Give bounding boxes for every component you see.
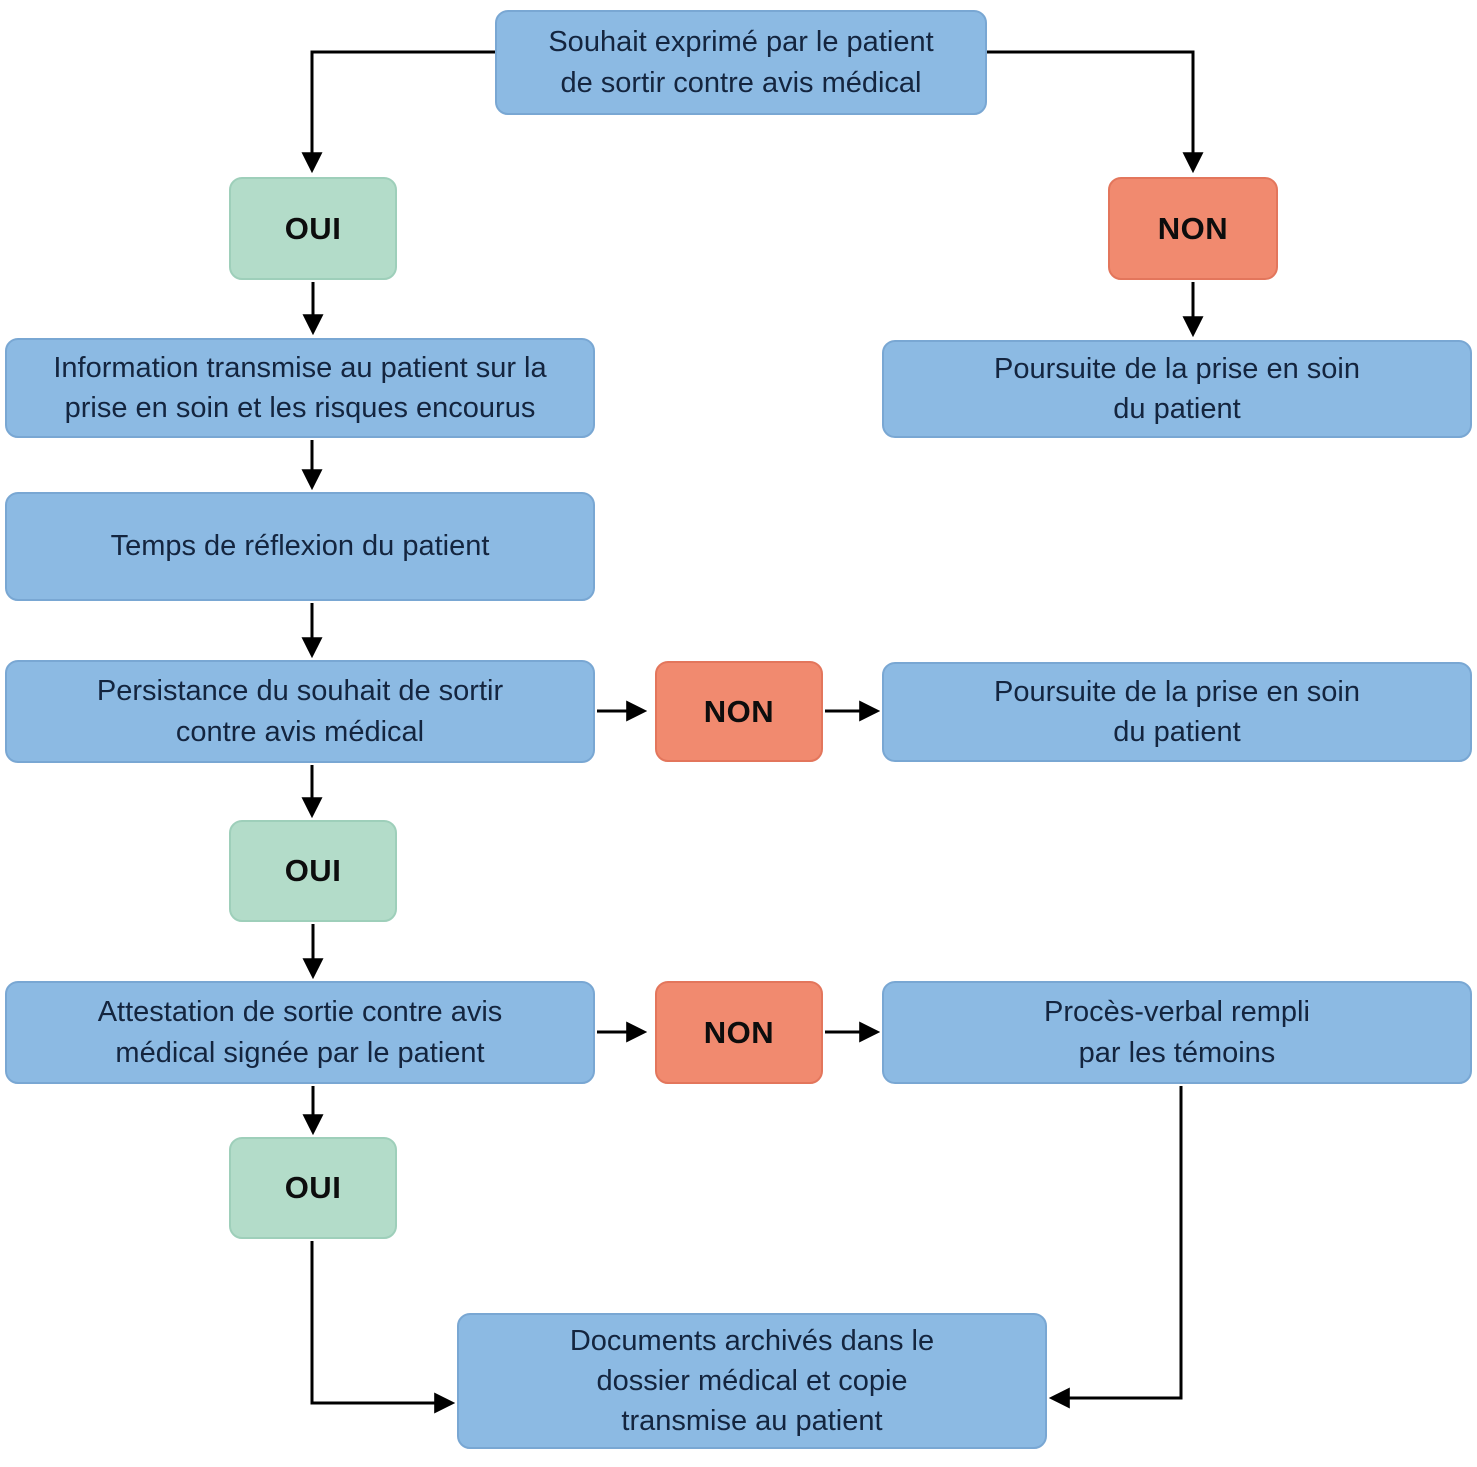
node-oui-1: OUI bbox=[229, 177, 397, 280]
node-oui-2-label: OUI bbox=[284, 853, 342, 888]
node-non-3-label: NON bbox=[703, 1014, 775, 1050]
node-information-patient-label: Information transmise au patient sur la … bbox=[53, 351, 547, 424]
node-persistance-souhait-label: Persistance du souhait de sortir contre … bbox=[96, 675, 504, 748]
node-non-1-label: NON bbox=[1157, 210, 1229, 246]
node-oui-2: OUI bbox=[229, 820, 397, 922]
node-proces-verbal-label: Procès-verbal rempli par les témoins bbox=[1044, 996, 1310, 1069]
node-documents-archives-label: Documents archivés dans le dossier médic… bbox=[569, 1324, 935, 1437]
node-start: Souhait exprimé par le patient de sortir… bbox=[495, 10, 987, 115]
node-documents-archives: Documents archivés dans le dossier médic… bbox=[457, 1313, 1047, 1449]
node-information-patient: Information transmise au patient sur la … bbox=[5, 338, 595, 438]
node-attestation-sortie-label: Attestation de sortie contre avis médica… bbox=[97, 996, 503, 1069]
node-poursuite-prise-en-soin-2: Poursuite de la prise en soin du patient bbox=[882, 662, 1472, 762]
node-oui-1-label: OUI bbox=[284, 210, 342, 246]
node-proces-verbal: Procès-verbal rempli par les témoins bbox=[882, 981, 1472, 1084]
node-attestation-sortie: Attestation de sortie contre avis médica… bbox=[5, 981, 595, 1084]
node-start-label: Souhait exprimé par le patient de sortir… bbox=[548, 26, 934, 99]
node-non-2: NON bbox=[655, 661, 823, 762]
node-poursuite-prise-en-soin-2-label: Poursuite de la prise en soin du patient bbox=[994, 675, 1360, 748]
node-oui-3-label: OUI bbox=[284, 1170, 342, 1205]
node-poursuite-prise-en-soin-1-label: Poursuite de la prise en soin du patient bbox=[994, 352, 1360, 425]
node-non-1: NON bbox=[1108, 177, 1278, 280]
node-non-2-label: NON bbox=[703, 693, 775, 729]
node-temps-reflexion-label: Temps de réflexion du patient bbox=[110, 530, 490, 563]
node-poursuite-prise-en-soin-1: Poursuite de la prise en soin du patient bbox=[882, 340, 1472, 438]
node-persistance-souhait: Persistance du souhait de sortir contre … bbox=[5, 660, 595, 763]
node-non-3: NON bbox=[655, 981, 823, 1084]
node-temps-reflexion: Temps de réflexion du patient bbox=[5, 492, 595, 601]
edge-procesverbal-to-documents bbox=[1048, 1086, 1183, 1409]
edge-start-to-oui1 bbox=[301, 50, 495, 174]
edge-start-to-non1 bbox=[987, 50, 1204, 174]
edge-oui3-to-documents bbox=[310, 1241, 456, 1414]
node-oui-3: OUI bbox=[229, 1137, 397, 1239]
